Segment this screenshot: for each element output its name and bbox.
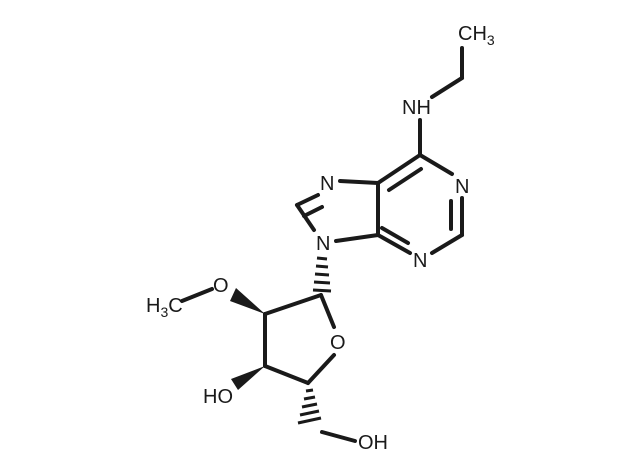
bond-n3-c4 xyxy=(376,233,412,255)
bond-n7-c8-double xyxy=(302,205,324,218)
atom-label-ch3-top: CH3 xyxy=(458,23,495,48)
wedge-bond-c3prime-oh xyxy=(231,366,265,390)
atom-label-ch3-methoxy: H3C xyxy=(146,295,183,320)
bond-ch2-nh xyxy=(430,76,464,99)
bond-n9-c4 xyxy=(334,233,380,243)
atom-label-o-ring: O xyxy=(330,332,346,354)
bond-c5-c6 xyxy=(376,153,422,185)
bond-c5prime-oh xyxy=(320,430,357,443)
atom-label-oh: OH xyxy=(358,432,388,454)
bond-c6-n1 xyxy=(418,153,454,176)
bond-c2-n3 xyxy=(430,233,464,255)
atom-label-n3: N xyxy=(413,250,427,272)
hashed-bond-n9-c1prime xyxy=(312,256,332,293)
atom-label-n9: N xyxy=(316,233,330,255)
hashed-bond-c4prime-c5prime xyxy=(297,388,322,425)
bond-c5-n7 xyxy=(338,179,380,185)
atom-label-o-methoxy: O xyxy=(213,275,229,297)
atom-label-nh: NH xyxy=(402,97,431,119)
bond-c5-c6-double xyxy=(387,167,423,192)
wedge-bond-c2prime-omethoxy xyxy=(230,288,265,314)
bond-oring-c4prime xyxy=(306,353,336,385)
atom-label-n7: N xyxy=(320,173,334,195)
bond-c1prime-oring xyxy=(319,293,336,329)
bond-n3-c4-double xyxy=(380,226,410,245)
bond-n7-c8 xyxy=(295,193,320,207)
atom-label-n1: N xyxy=(455,176,469,198)
bond-c4prime-c3prime xyxy=(263,364,310,385)
atom-label-ho: HO xyxy=(203,386,233,408)
bond-c1prime-c2prime xyxy=(263,293,323,316)
bond-omethoxy-ch3 xyxy=(180,287,214,303)
bond-c8-n9 xyxy=(295,203,316,232)
